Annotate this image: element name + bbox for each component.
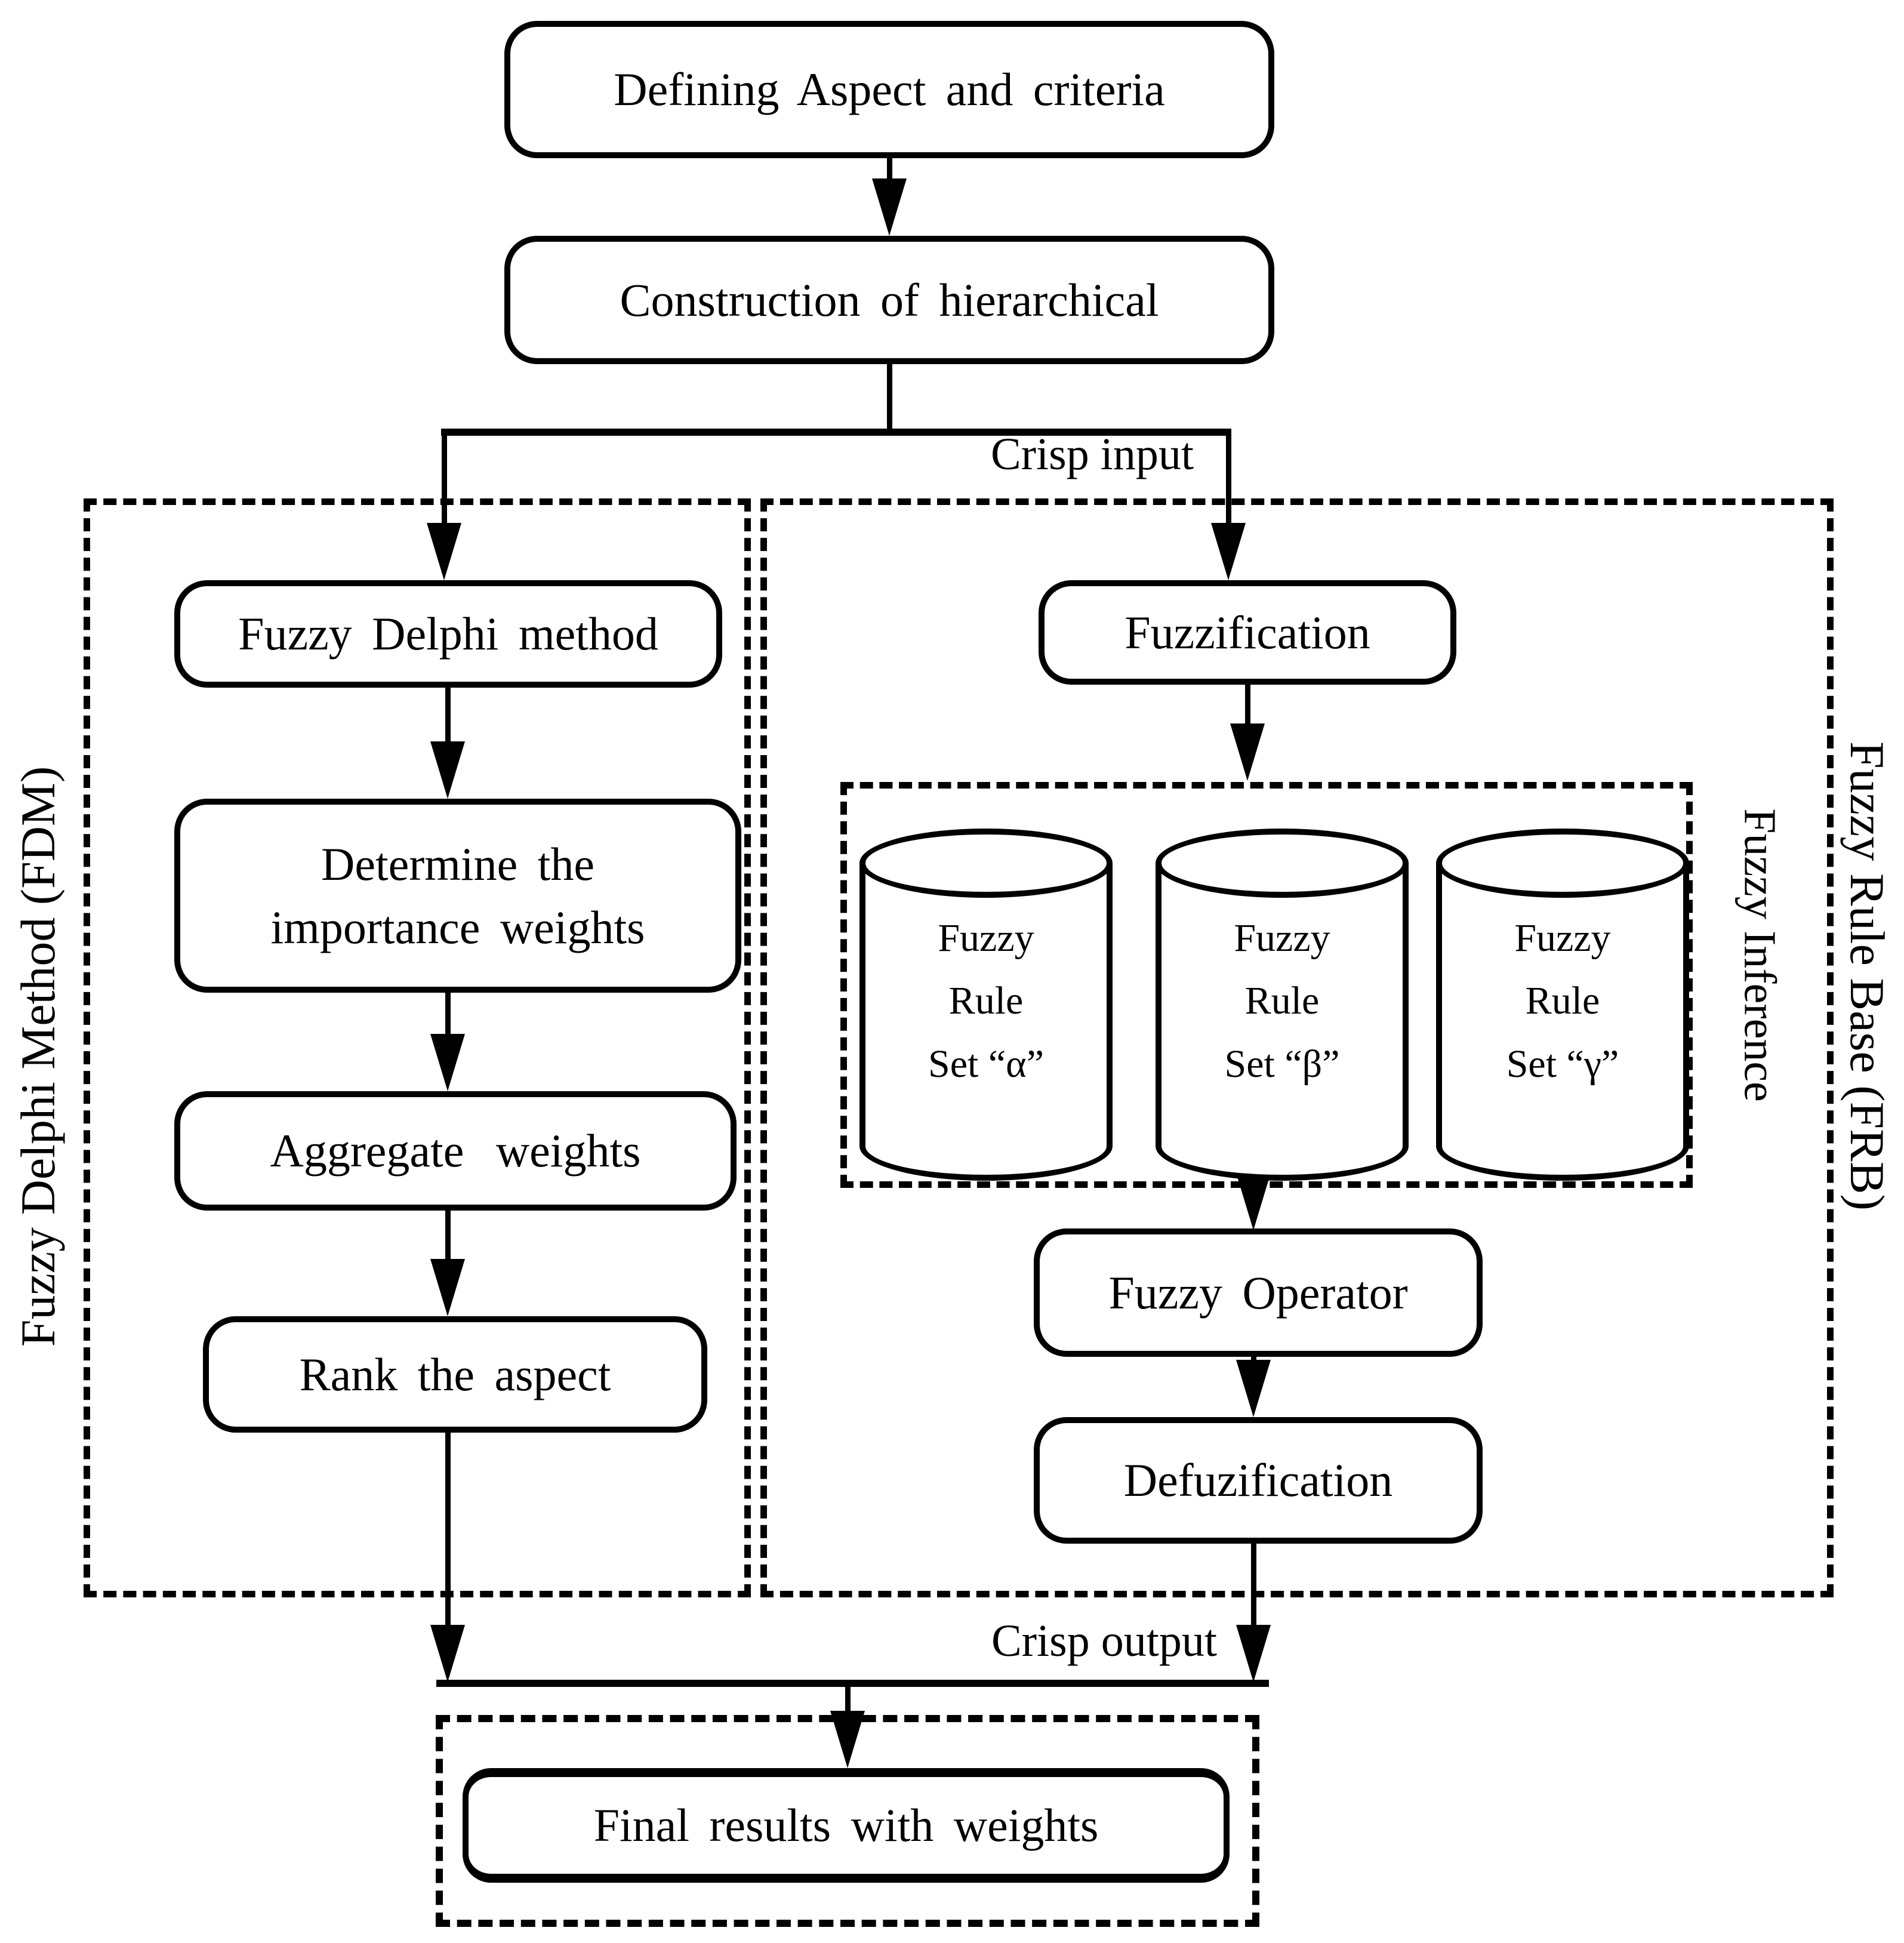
arrow-defining-to-construction-shaft	[887, 158, 892, 185]
arrow-aggregate-to-rank-head	[430, 1259, 465, 1316]
crisp-output-label: Crisp output	[991, 1616, 1217, 1666]
cylinder-rule-set-alpha: Fuzzy Rule Set “α”	[859, 829, 1113, 1181]
node-defining-aspect-label: Defining Aspect and criteria	[614, 63, 1165, 116]
cylinder-beta-body	[1156, 863, 1409, 1146]
gamma-line1: Fuzzy	[1514, 916, 1611, 960]
node-fuzzification: Fuzzification	[1039, 580, 1456, 685]
arrow-aggregate-to-rank-shaft	[445, 1211, 451, 1261]
node-final-results-label: Final results with weights	[593, 1799, 1099, 1852]
arrow-delphi-to-determine-head	[430, 741, 465, 799]
node-fuzzification-label: Fuzzification	[1124, 606, 1370, 658]
cylinder-alpha-body	[859, 863, 1113, 1146]
node-fuzzy-delphi-method: Fuzzy Delphi method	[174, 580, 722, 688]
node-construction-hierarchical: Construction of hierarchical	[504, 236, 1274, 364]
cylinder-rule-set-beta: Fuzzy Rule Set “β”	[1156, 829, 1409, 1181]
node-defuzification: Defuzification	[1034, 1417, 1483, 1544]
arrow-construction-to-branch	[887, 364, 892, 435]
node-determine-importance-weights: Determine the importance weights	[174, 799, 741, 993]
alpha-line1: Fuzzy	[938, 916, 1034, 960]
node-aggregate-weights: Aggregate weights	[174, 1091, 737, 1211]
cylinder-gamma-top	[1436, 829, 1689, 898]
arrow-operator-to-defuzification-head	[1236, 1360, 1271, 1417]
fdm-group-label: Fuzzy Delphi Method (FDM)	[11, 766, 65, 1347]
arrow-delphi-to-determine-shaft	[445, 688, 451, 744]
arrow-branch-right-shaft	[1226, 436, 1231, 525]
cylinder-alpha-text: Fuzzy Rule Set “α”	[859, 825, 1113, 1177]
node-fuzzy-delphi-method-label: Fuzzy Delphi method	[238, 608, 658, 660]
node-aggregate-weights-label: Aggregate weights	[270, 1125, 641, 1177]
arrow-determine-to-aggregate-shaft	[445, 993, 451, 1037]
arrow-rank-to-output-shaft	[445, 1433, 451, 1627]
arrow-determine-to-aggregate-head	[430, 1034, 465, 1091]
arrow-fuzzification-to-rules-head	[1230, 723, 1265, 781]
alpha-line3: Set “α”	[928, 1042, 1044, 1086]
arrow-fuzzification-to-rules-shaft	[1245, 685, 1250, 726]
frb-group-label: Fuzzy Rule Base (FRB)	[1840, 741, 1894, 1211]
node-determine-line1: Determine the	[321, 838, 594, 891]
arrow-branch-right-head	[1211, 523, 1246, 580]
arrow-rank-to-output-head	[430, 1625, 465, 1682]
node-fuzzy-operator-label: Fuzzy Operator	[1108, 1266, 1408, 1319]
beta-line3: Set “β”	[1224, 1042, 1340, 1086]
beta-line2: Rule	[1244, 979, 1320, 1023]
gather-line-crisp-output	[436, 1680, 1269, 1687]
node-defuzification-label: Defuzification	[1123, 1454, 1393, 1507]
node-final-results: Final results with weights	[463, 1768, 1230, 1883]
cylinder-beta-top	[1156, 829, 1409, 898]
arrow-output-to-final-head	[830, 1711, 865, 1768]
arrow-branch-left-shaft	[442, 436, 447, 525]
frb-group-container	[760, 498, 1834, 1597]
branch-line-crisp-input	[441, 429, 1231, 436]
arrow-defuzification-to-output-shaft	[1251, 1544, 1256, 1627]
arrow-branch-left-head	[427, 523, 461, 580]
arrow-output-to-final-shaft	[845, 1687, 851, 1723]
cylinder-gamma-body	[1436, 863, 1689, 1146]
cylinder-beta-text: Fuzzy Rule Set “β”	[1156, 825, 1409, 1177]
cylinder-rule-set-gamma: Fuzzy Rule Set “γ”	[1436, 829, 1689, 1181]
arrow-defuzification-to-output-head	[1236, 1625, 1271, 1682]
node-rank-the-aspect: Rank the aspect	[203, 1316, 707, 1433]
gamma-line3: Set “γ”	[1506, 1042, 1619, 1086]
beta-line1: Fuzzy	[1234, 916, 1330, 960]
arrow-rules-to-operator-head	[1236, 1173, 1271, 1230]
arrow-defining-to-construction-head	[872, 178, 907, 236]
cylinder-alpha-top	[859, 829, 1113, 898]
crisp-input-label: Crisp input	[991, 429, 1194, 479]
cylinder-gamma-text: Fuzzy Rule Set “γ”	[1436, 825, 1689, 1177]
fuzzy-inference-label: Fuzzy Inference	[1734, 808, 1785, 1102]
fdm-group-container	[84, 498, 751, 1597]
node-rank-the-aspect-label: Rank the aspect	[299, 1348, 611, 1400]
alpha-line2: Rule	[948, 979, 1024, 1023]
node-fuzzy-operator: Fuzzy Operator	[1034, 1228, 1483, 1357]
node-determine-line2: importance weights	[270, 901, 645, 953]
node-defining-aspect: Defining Aspect and criteria	[504, 21, 1274, 158]
gamma-line2: Rule	[1525, 979, 1600, 1023]
node-construction-hierarchical-label: Construction of hierarchical	[620, 273, 1159, 326]
